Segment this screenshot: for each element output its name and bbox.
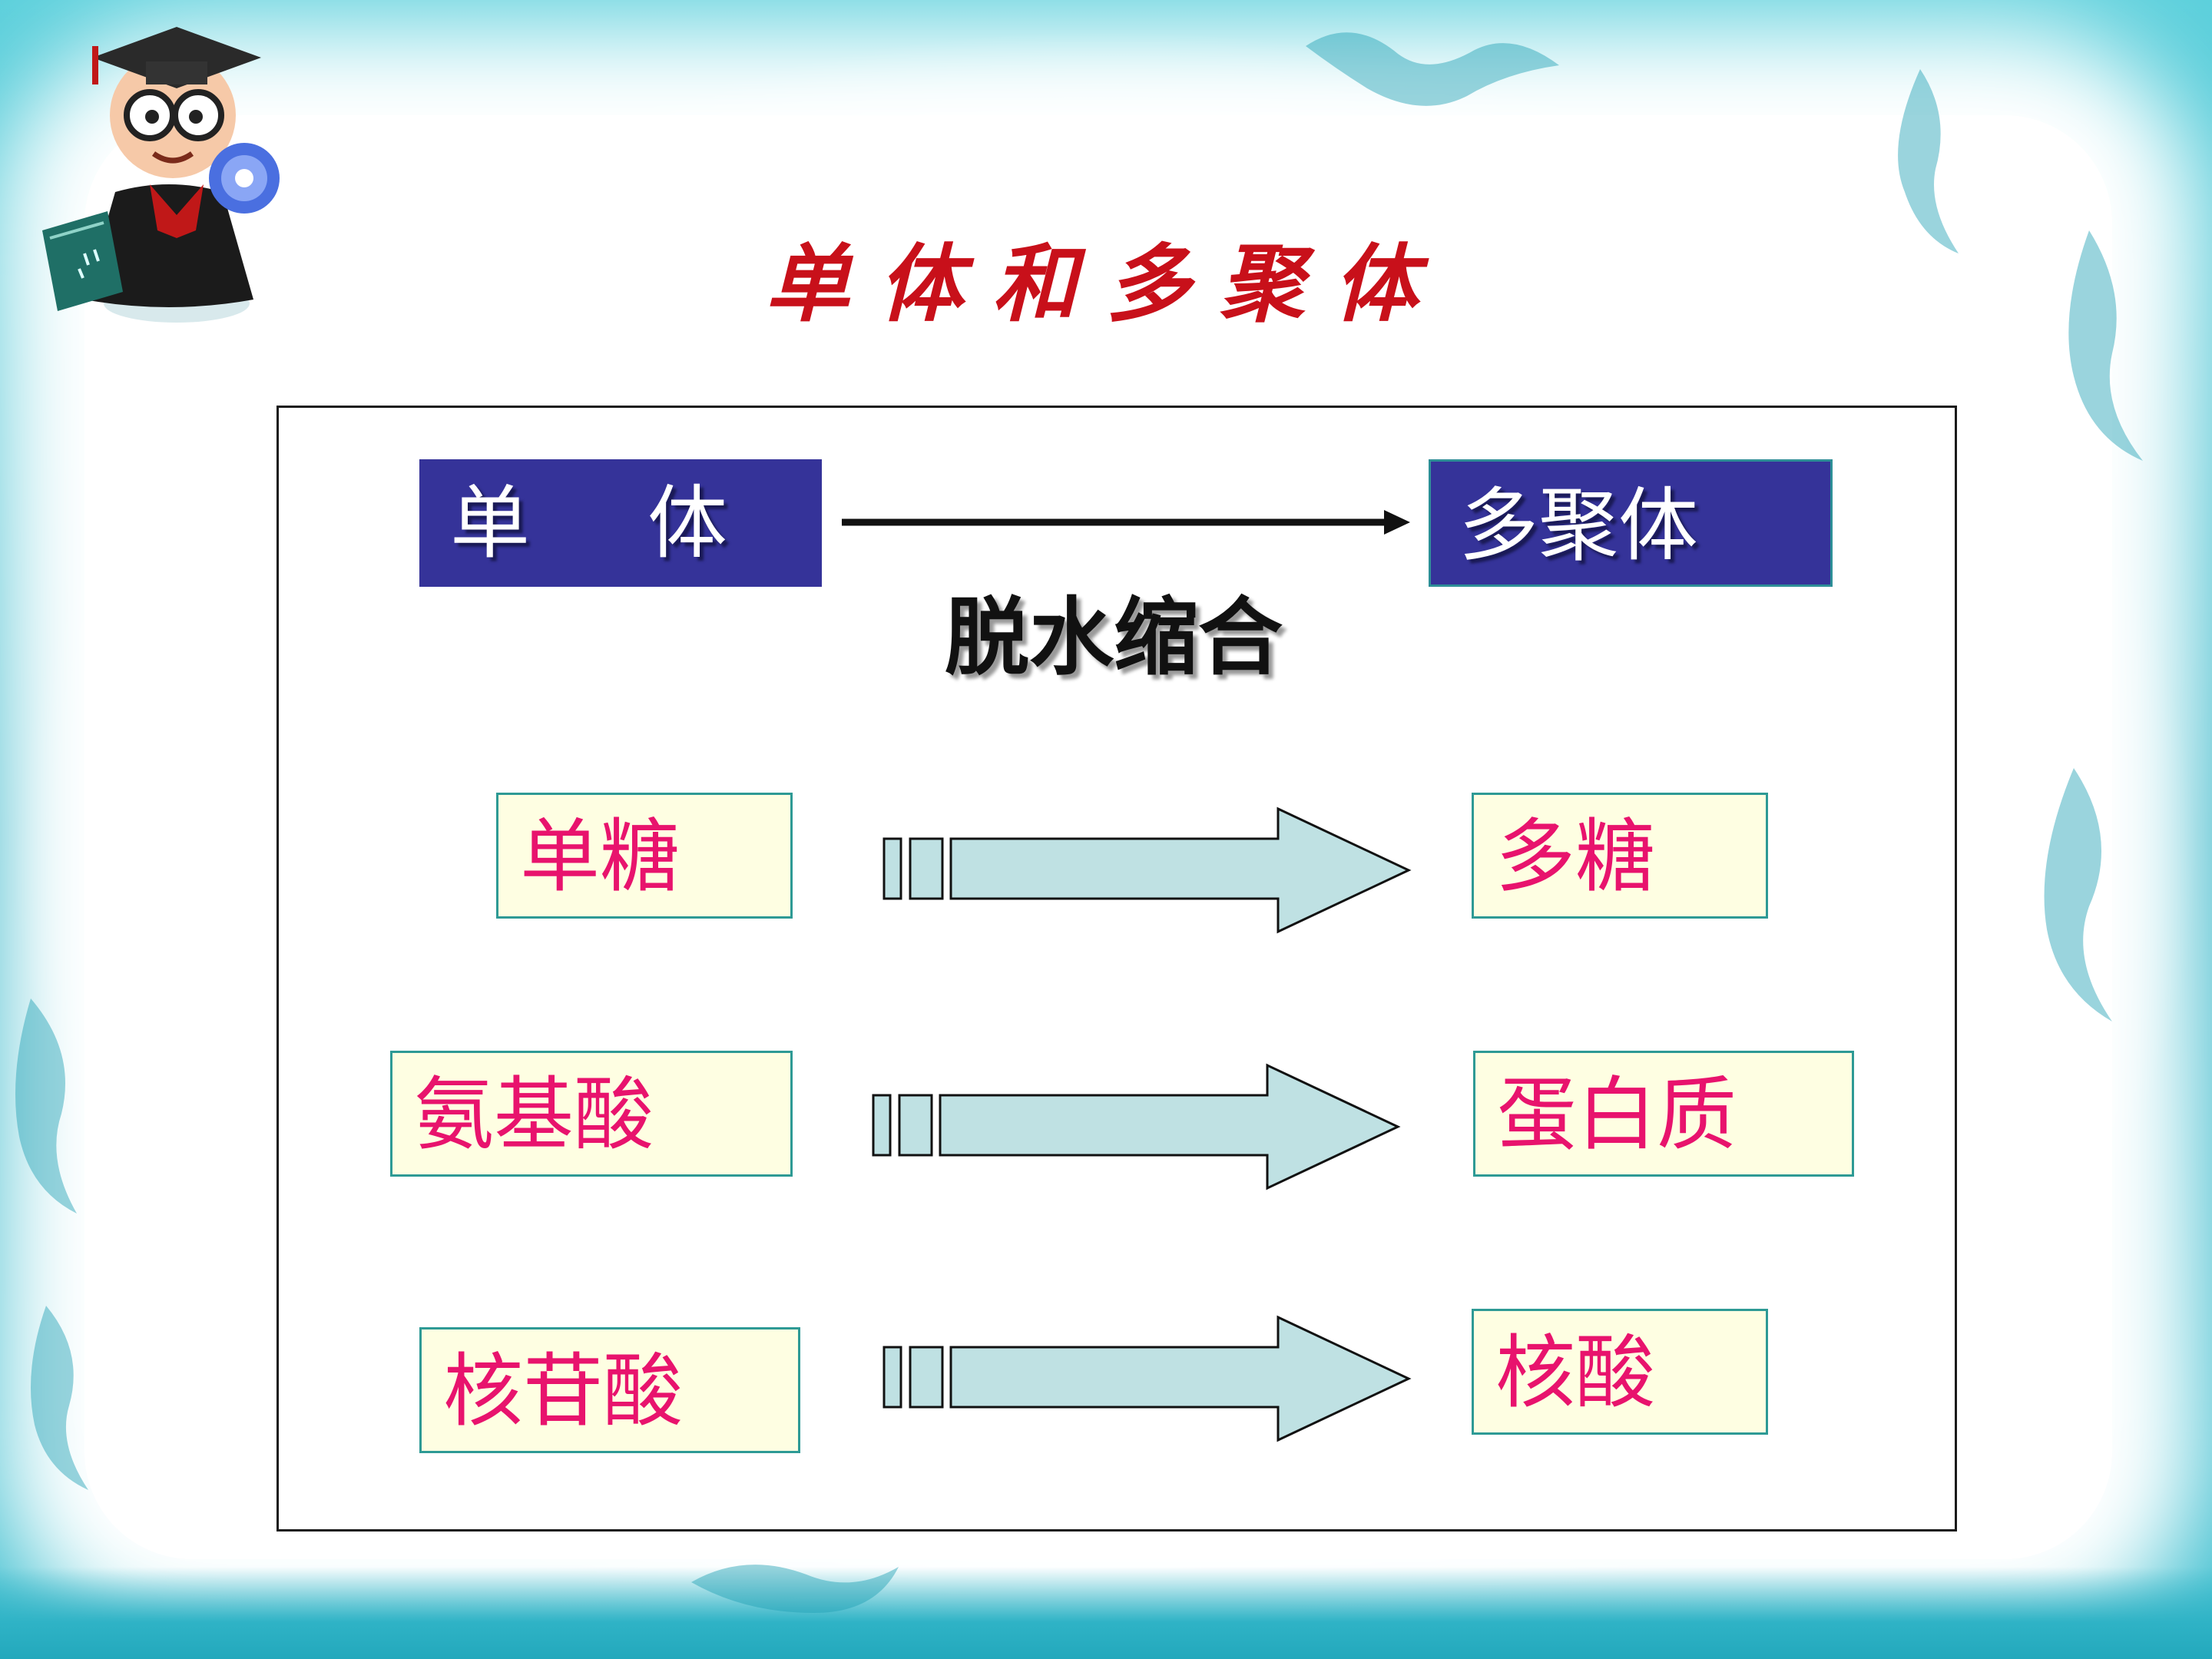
reaction-arrow: [842, 510, 1410, 535]
polymer-term-box: 多糖: [1472, 793, 1768, 919]
background-bottom-band: [0, 1567, 2212, 1659]
monomer-term-box: 氨基酸: [390, 1051, 793, 1177]
cd-disc-icon: [209, 143, 280, 214]
block-arrow-icon: [882, 806, 1412, 934]
block-arrow-icon: [872, 1063, 1401, 1190]
slide-title: 单体和多聚体: [765, 234, 1447, 333]
monomer-term-box: 单糖: [496, 793, 793, 919]
monomer-header: 单 体: [419, 459, 822, 587]
process-label: 脱水缩合: [945, 588, 1283, 687]
polymer-term-box: 蛋白质: [1473, 1051, 1854, 1177]
polymer-header: 多聚体: [1429, 459, 1833, 587]
mascot-figure: [84, 27, 261, 323]
block-arrow-icon: [882, 1315, 1412, 1442]
polymer-term-box: 核酸: [1472, 1309, 1768, 1435]
book-icon: [42, 211, 123, 311]
monomer-term-box: 核苷酸: [419, 1327, 800, 1453]
